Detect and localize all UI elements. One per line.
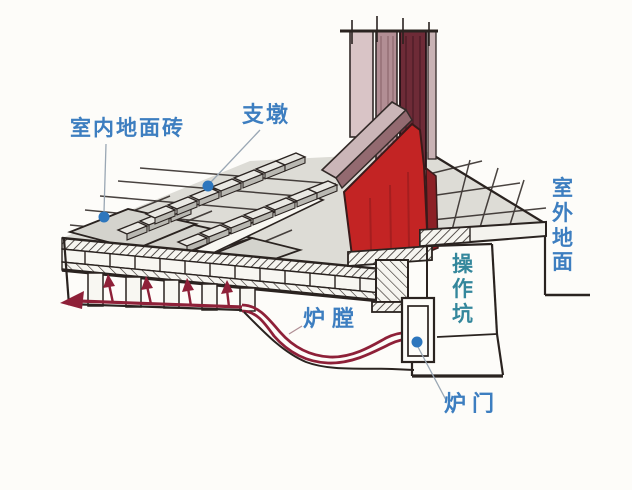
leader-lines xyxy=(103,129,447,401)
front-top-edge xyxy=(61,236,393,272)
label-furnace-chamber: 炉膛 xyxy=(303,307,362,332)
marker-furnace-door xyxy=(411,336,423,348)
chimney-wall xyxy=(320,16,439,313)
left-edge xyxy=(62,238,71,306)
leader-furnace-chamber xyxy=(288,325,303,335)
cut-ticks xyxy=(351,16,430,46)
label-outdoor-ground: 室外地面 xyxy=(552,176,573,275)
wall-strip-right xyxy=(427,30,437,160)
flue-path-upper xyxy=(241,303,411,359)
label-operation-pit: 操作坑 xyxy=(452,252,473,326)
label-indoor-floor-tile: 室内地面砖 xyxy=(70,116,185,140)
outdoor-slab xyxy=(419,220,590,297)
ledge-front xyxy=(335,108,413,190)
leader-indoor-tile xyxy=(103,143,107,213)
leader-support-pier xyxy=(210,129,261,183)
furnace-door-panel xyxy=(407,305,429,357)
heat-flow-arrows xyxy=(60,274,413,365)
brick-joints xyxy=(84,251,361,291)
furnace-door xyxy=(400,296,436,364)
tile-joints-right xyxy=(428,159,547,239)
marker-support-pier xyxy=(202,180,214,192)
furnace-masonry xyxy=(375,259,409,303)
ground-base-line xyxy=(67,302,243,312)
left-arrowhead xyxy=(60,291,84,309)
furnace-sill xyxy=(371,301,407,313)
flue-path-lower xyxy=(241,309,413,365)
wall-strip-left xyxy=(349,30,374,138)
label-furnace-door: 炉门 xyxy=(444,392,501,417)
label-support-pier: 支墩 xyxy=(242,103,291,128)
flue-ground-line xyxy=(243,311,415,371)
marker-indoor-tile xyxy=(98,211,110,223)
leader-furnace-door xyxy=(417,346,447,401)
floor-back-right-edge xyxy=(427,151,547,225)
wall-base-course xyxy=(347,245,433,267)
marker-dots xyxy=(98,180,423,348)
